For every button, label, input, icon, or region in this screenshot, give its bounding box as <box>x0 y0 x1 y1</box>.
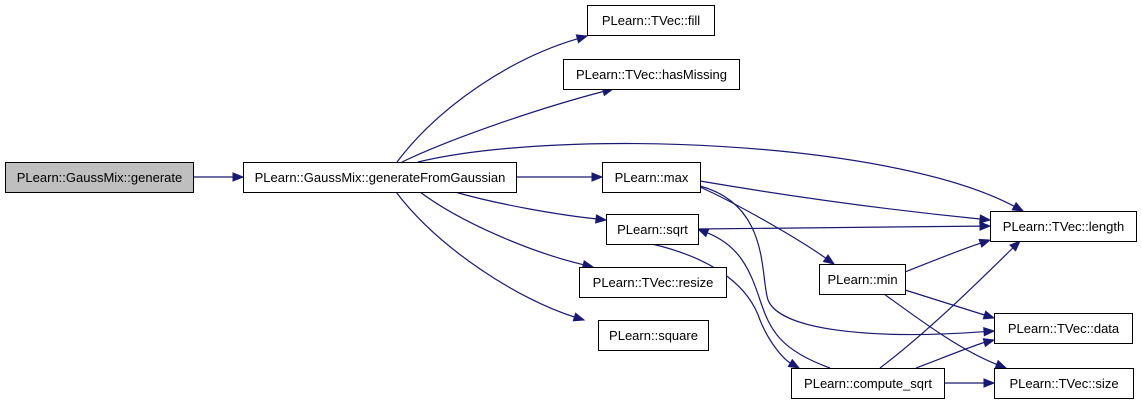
node-box <box>598 320 709 351</box>
arrowhead-icon <box>232 172 245 182</box>
node-label: PLearn::TVec::hasMissing <box>576 67 727 82</box>
node-label: PLearn::min <box>827 272 897 287</box>
node-label: PLearn::TVec::length <box>1003 219 1124 234</box>
edge-line <box>699 180 981 220</box>
edge-compute_sqrt-to-data <box>915 338 996 369</box>
node-min[interactable]: PLearn::min <box>819 264 906 295</box>
node-box <box>243 162 517 193</box>
node-data[interactable]: PLearn::TVec::data <box>994 313 1133 344</box>
edge-line <box>395 191 575 318</box>
edge-line <box>651 243 791 364</box>
edge-line <box>879 247 1014 369</box>
arrowhead-icon <box>1009 240 1021 252</box>
node-label: PLearn::square <box>609 328 698 343</box>
node-generateFromGaussian[interactable]: PLearn::GaussMix::generateFromGaussian <box>243 162 517 193</box>
node-box <box>602 162 701 193</box>
edge-generateFromGaussian-to-hasMissing <box>401 87 615 163</box>
edge-generate-to-generateFromGaussian <box>193 172 245 182</box>
arrowhead-icon <box>979 214 992 224</box>
node-box <box>994 368 1134 399</box>
node-compute_sqrt[interactable]: PLearn::compute_sqrt <box>791 368 945 399</box>
edge-line <box>419 191 584 266</box>
edge-line <box>699 185 985 336</box>
arrowhead-icon <box>787 358 801 369</box>
arrowhead-icon <box>982 338 996 348</box>
arrowhead-icon <box>982 310 996 320</box>
node-box <box>791 368 945 399</box>
edge-compute_sqrt-to-sqrt <box>696 228 831 369</box>
node-length[interactable]: PLearn::TVec::length <box>990 211 1137 242</box>
edge-sqrt-to-compute_sqrt <box>651 243 801 369</box>
node-label: PLearn::TVec::fill <box>602 13 700 28</box>
edge-line <box>396 38 578 163</box>
edge-max-to-length <box>699 180 992 224</box>
edge-compute_sqrt-to-size <box>944 378 996 388</box>
node-box <box>994 313 1133 344</box>
arrowhead-icon <box>575 34 589 44</box>
node-box <box>563 59 740 90</box>
edge-line <box>915 341 985 369</box>
node-box <box>5 162 194 193</box>
node-label: PLearn::sqrt <box>617 222 688 237</box>
edge-line <box>454 191 597 220</box>
arrowhead-icon <box>1011 201 1025 212</box>
node-generate: PLearn::GaussMix::generate <box>5 162 194 193</box>
node-box <box>587 5 715 36</box>
edge-max-to-min <box>699 186 836 265</box>
node-size[interactable]: PLearn::TVec::size <box>994 368 1134 399</box>
node-box <box>606 214 699 245</box>
arrowhead-icon <box>822 254 836 265</box>
node-sqrt[interactable]: PLearn::sqrt <box>606 214 699 245</box>
edge-generateFromGaussian-to-resize <box>419 191 595 270</box>
edge-line <box>697 225 981 230</box>
node-label: PLearn::max <box>615 170 689 185</box>
node-max[interactable]: PLearn::max <box>602 162 701 193</box>
node-label: PLearn::GaussMix::generateFromGaussian <box>255 170 506 185</box>
arrowhead-icon <box>572 312 586 322</box>
node-label: PLearn::TVec::data <box>1008 321 1120 336</box>
edge-generateFromGaussian-to-square <box>395 191 586 322</box>
node-fill[interactable]: PLearn::TVec::fill <box>587 5 715 36</box>
node-label: PLearn::compute_sqrt <box>804 376 932 391</box>
edge-generateFromGaussian-to-fill <box>396 34 589 163</box>
edge-min-to-length <box>904 238 992 273</box>
edge-min-to-data <box>904 289 996 320</box>
edge-compute_sqrt-to-length <box>879 240 1021 369</box>
arrowhead-icon <box>978 238 992 248</box>
node-box <box>990 211 1137 242</box>
edge-max-to-data <box>699 185 996 337</box>
node-label: PLearn::TVec::resize <box>593 275 714 290</box>
nodes-layer: PLearn::GaussMix::generate PLearn::GaussM… <box>5 5 1137 399</box>
node-resize[interactable]: PLearn::TVec::resize <box>579 267 727 298</box>
edge-line <box>699 186 827 259</box>
arrowhead-icon <box>591 172 604 182</box>
edge-generateFromGaussian-to-max <box>516 172 604 182</box>
edge-generateFromGaussian-to-length <box>417 142 1025 212</box>
node-box <box>819 264 906 295</box>
edges-layer <box>193 34 1025 388</box>
arrowhead-icon <box>595 214 608 224</box>
arrowhead-icon <box>983 378 996 388</box>
node-hasMissing[interactable]: PLearn::TVec::hasMissing <box>563 59 740 90</box>
edge-line <box>417 142 1015 207</box>
node-label: PLearn::TVec::size <box>1009 376 1118 391</box>
node-box <box>579 267 727 298</box>
node-label: PLearn::GaussMix::generate <box>17 170 182 185</box>
node-square[interactable]: PLearn::square <box>598 320 709 351</box>
arrowhead-icon <box>696 228 710 238</box>
edge-line <box>401 90 604 163</box>
edge-line <box>883 293 997 365</box>
edge-line <box>904 289 985 316</box>
edge-line <box>904 242 981 273</box>
arrowhead-icon <box>994 359 1008 369</box>
edge-generateFromGaussian-to-sqrt <box>454 191 608 224</box>
edge-sqrt-to-length <box>697 221 992 231</box>
arrowhead-icon <box>983 326 996 337</box>
arrowhead-icon <box>979 221 992 231</box>
edge-line <box>707 232 831 369</box>
